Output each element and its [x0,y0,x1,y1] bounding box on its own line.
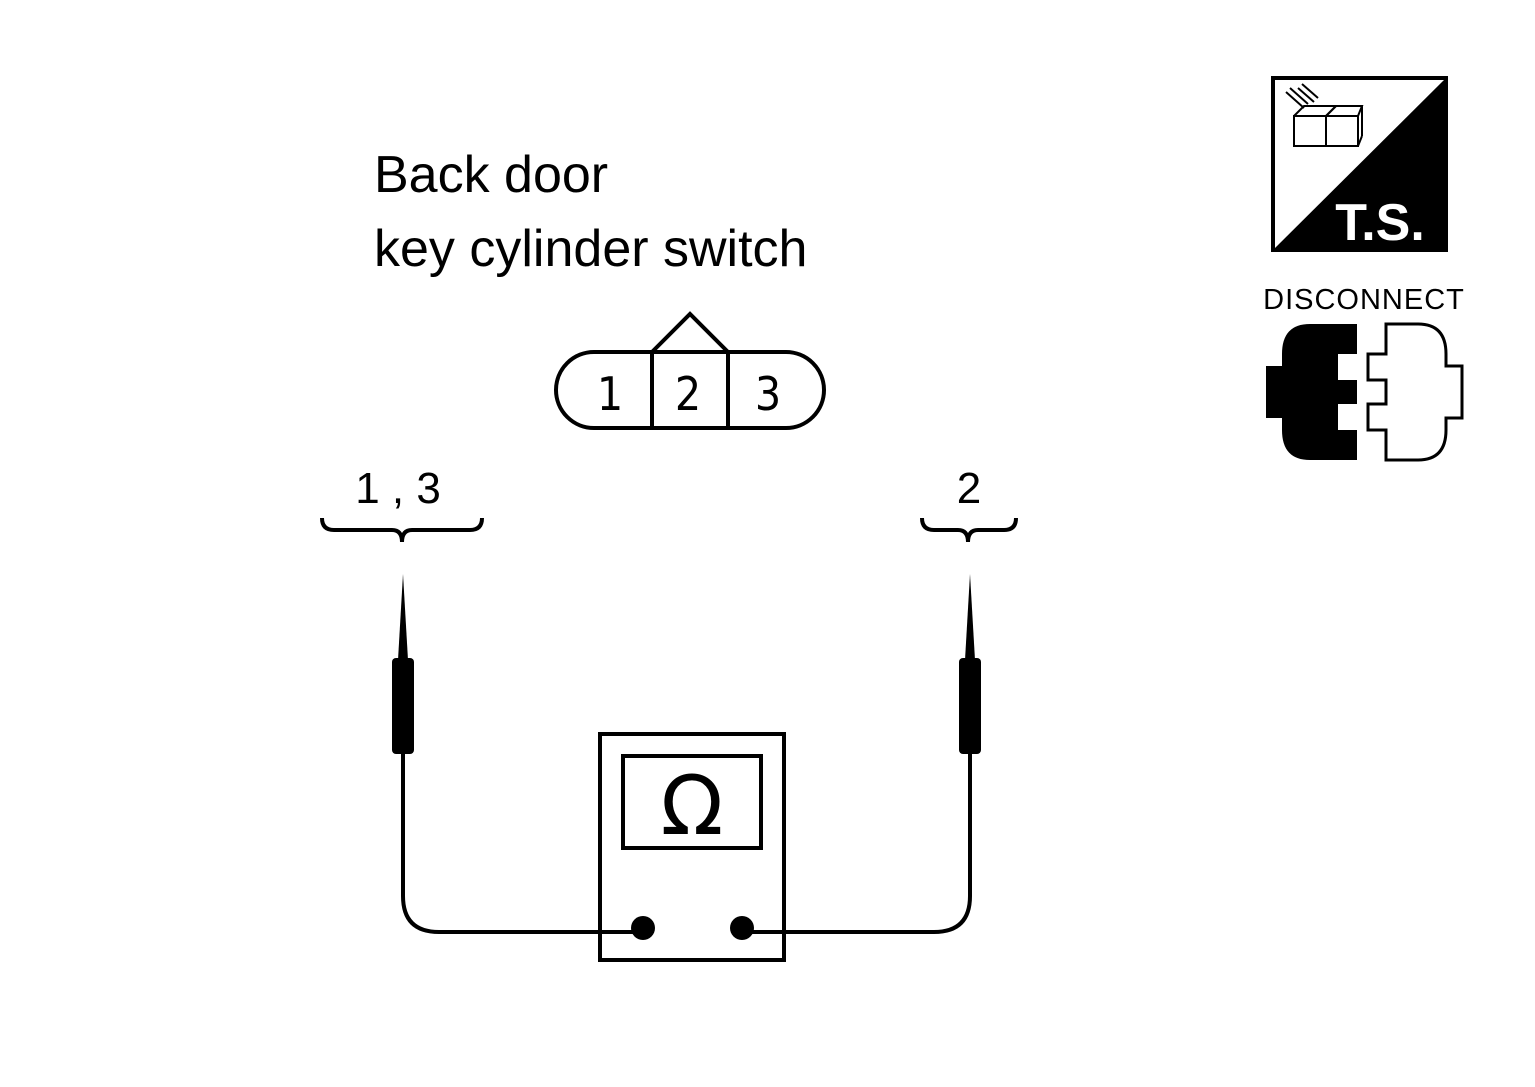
left-probe-group: 1 , 3 [320,464,640,934]
connector-sketch-icon [1285,83,1364,147]
left-probe-lead [401,754,640,934]
disconnect-label: DISCONNECT [1263,284,1465,316]
right-probe-brace [920,517,1018,543]
left-probe-label: 1 , 3 [355,464,441,513]
right-probe-tip [965,574,975,660]
ohmmeter: Ω [598,732,786,962]
meter-terminal-left [631,916,655,940]
ts-icon: T.S. [1271,76,1448,252]
connector-face: 1 2 3 [554,311,826,430]
connector-pin-3: 3 [755,367,781,421]
disconnect-icon: DISCONNECT [1263,284,1465,462]
component-title: Back door key cylinder switch [374,146,807,278]
meter-body [598,732,786,962]
ts-label: T.S. [1335,194,1425,252]
connector-pin-1: 1 [597,367,623,421]
connector-pin-2: 2 [675,367,701,421]
disconnect-female-half [1366,322,1464,462]
right-probe-handle [959,658,981,754]
connector-outline [554,350,826,430]
disconnect-male-half [1266,324,1357,460]
omega-symbol: Ω [661,759,724,854]
meter-terminal-right [730,916,754,940]
right-probe-group: 2 [742,464,1018,934]
left-probe-brace [320,517,484,543]
title-line-2: key cylinder switch [374,220,807,278]
ts-icon-diagonal [1273,78,1446,250]
right-probe-lead [742,754,972,934]
right-probe-label: 2 [957,464,981,513]
left-probe-handle [392,658,414,754]
title-line-1: Back door [374,146,608,204]
left-probe-tip [398,574,408,660]
meter-display [621,754,763,850]
connector-key-tab [650,311,730,354]
